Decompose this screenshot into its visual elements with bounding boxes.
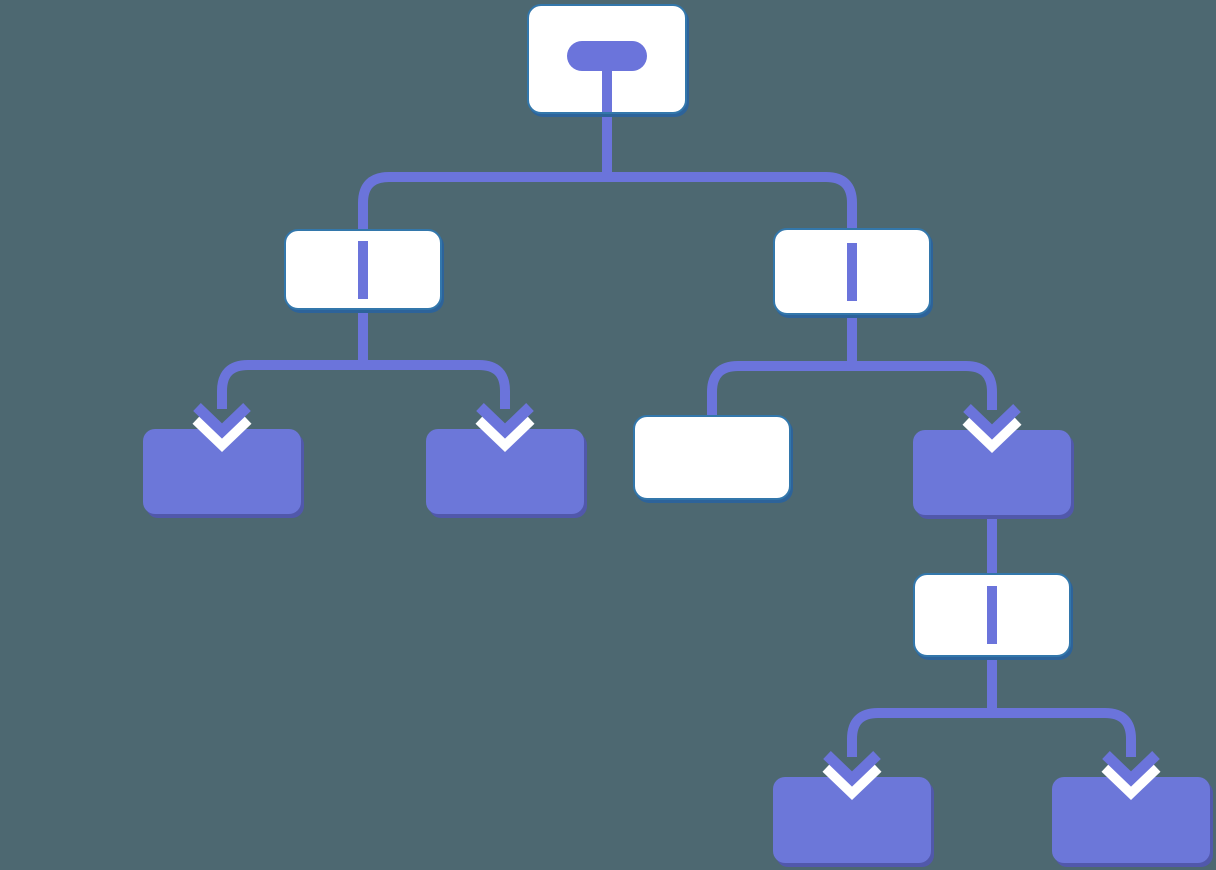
arrow-down-icon	[822, 751, 882, 801]
connector-edge	[602, 110, 857, 234]
connector-edge	[987, 653, 1136, 757]
right-white-child-node[interactable]	[633, 415, 791, 500]
arrow-down-icon	[1101, 751, 1161, 801]
left-leaf-node-1[interactable]	[143, 403, 301, 514]
pill-stem	[602, 66, 612, 112]
left-leaf-node-2[interactable]	[426, 403, 584, 514]
arrow-down-icon	[192, 403, 252, 453]
connector-edge	[358, 110, 612, 235]
connector-edge	[217, 306, 368, 409]
divider-bar	[358, 240, 368, 299]
connector-edge	[847, 311, 997, 410]
pill-placeholder	[567, 41, 647, 71]
connector-edge	[707, 311, 857, 421]
connector-edge	[847, 653, 997, 757]
connector-edge	[358, 306, 510, 409]
left-split-node[interactable]	[284, 229, 442, 310]
bottom-leaf-node-2[interactable]	[1052, 751, 1210, 863]
root-node[interactable]	[527, 4, 687, 114]
lower-split-node[interactable]	[913, 573, 1071, 657]
arrow-down-icon	[475, 403, 535, 453]
bottom-leaf-node-1[interactable]	[773, 751, 931, 863]
right-purple-child-node[interactable]	[913, 404, 1071, 515]
divider-bar	[847, 242, 857, 301]
right-split-node[interactable]	[773, 228, 931, 315]
arrow-down-icon	[962, 404, 1022, 454]
divider-bar	[987, 586, 997, 644]
